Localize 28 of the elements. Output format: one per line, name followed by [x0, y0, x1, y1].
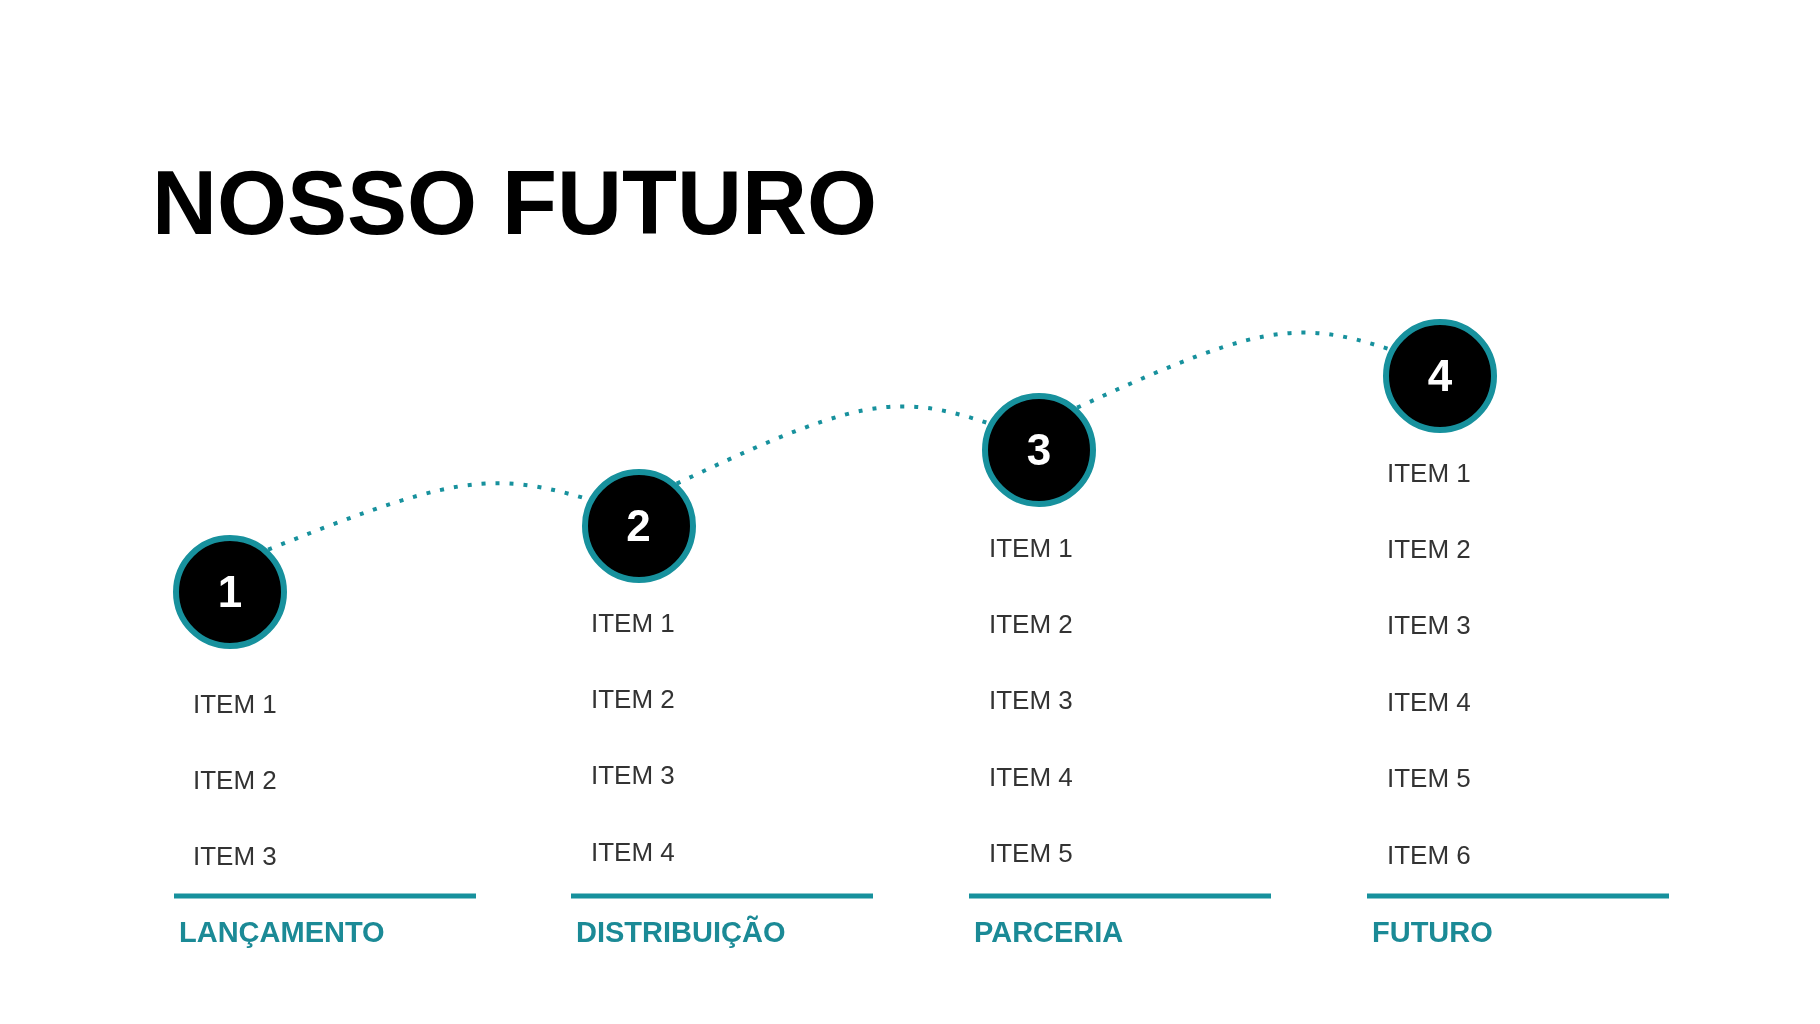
section-heading: LANÇAMENTO [179, 918, 385, 948]
list-item-text: ITEM 1 [591, 609, 675, 636]
list-item-text: ITEM 2 [193, 766, 277, 793]
list-item-text: ITEM 4 [1387, 688, 1471, 715]
list-item-text: ITEM 3 [989, 687, 1073, 714]
step-number: 3 [1026, 428, 1052, 472]
list-item-text: ITEM 2 [591, 685, 675, 712]
dotted-connector [1076, 330, 1391, 410]
list-item-text: ITEM 5 [989, 840, 1073, 867]
section-heading: FUTURO [1372, 918, 1493, 948]
list-item-text: ITEM 2 [989, 610, 1073, 637]
list-item-text: ITEM 1 [989, 534, 1073, 561]
section-heading: PARCERIA [974, 918, 1124, 948]
list-item-text: ITEM 3 [591, 762, 675, 789]
list-item-text: ITEM 1 [1387, 459, 1471, 486]
step-number: 2 [626, 504, 651, 548]
dotted-connector [675, 404, 990, 486]
list-item-text: ITEM 5 [1387, 765, 1471, 792]
list-item-text: ITEM 4 [591, 838, 675, 865]
list-item-text: ITEM 1 [193, 690, 277, 717]
list-item-text: ITEM 3 [193, 843, 277, 870]
list-item-text: ITEM 3 [1387, 612, 1471, 639]
step-number: 1 [217, 570, 243, 614]
list-item-text: ITEM 6 [1387, 841, 1471, 868]
step-number: 4 [1427, 354, 1453, 398]
list-item-text: ITEM 4 [989, 763, 1073, 790]
list-item-text: ITEM 2 [1387, 535, 1471, 562]
slide-title: NOSSO FUTURO [152, 158, 877, 248]
